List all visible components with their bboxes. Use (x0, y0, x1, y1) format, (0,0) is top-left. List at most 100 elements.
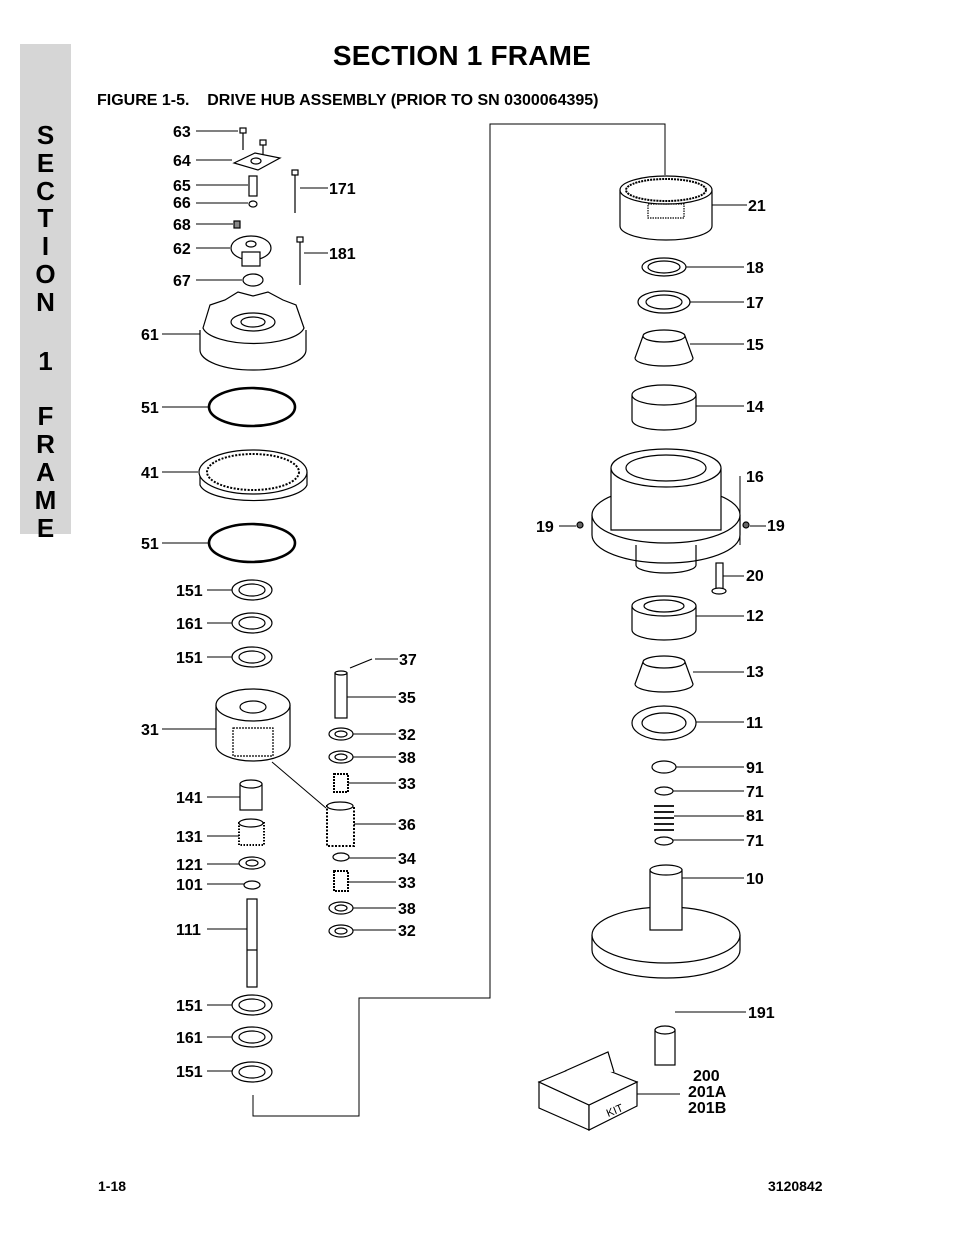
callout-111: 111 (176, 922, 201, 939)
callout-161-b: 161 (176, 1030, 203, 1047)
part-12-cup (631, 595, 697, 641)
side-tab-letter: I (41, 231, 50, 261)
part-34-spacer (332, 852, 350, 862)
part-11-seal (631, 705, 697, 741)
callout-33-a: 33 (398, 776, 416, 793)
part-111-shaft (246, 898, 258, 988)
callout-15: 15 (746, 337, 764, 354)
callout-20: 20 (746, 568, 764, 585)
part-41-ring-gear (198, 449, 308, 502)
part-38-washer-b (328, 901, 354, 915)
part-65-pin (248, 175, 258, 197)
callout-33-b: 33 (398, 875, 416, 892)
part-68-plug (233, 220, 241, 229)
callout-61: 61 (141, 327, 159, 344)
callout-21: 21 (748, 198, 766, 215)
callout-121: 121 (176, 857, 203, 874)
callout-71-b: 71 (746, 833, 764, 850)
callout-10: 10 (746, 871, 764, 888)
part-19-plug-left (576, 521, 584, 529)
callout-91: 91 (746, 760, 764, 777)
part-13-cone-bearing (634, 655, 694, 693)
callout-151-d: 151 (176, 1064, 203, 1081)
part-191-bushing (654, 1025, 676, 1066)
side-tab-letter: A (36, 457, 55, 487)
section-side-tab: S E C T I O N 1 F R A M E (20, 44, 71, 541)
page-number: 1-18 (98, 1178, 127, 1194)
part-33-bearing-a (333, 773, 349, 793)
callout-101: 101 (176, 877, 203, 894)
part-20-stud (711, 562, 727, 595)
part-21-ring-gear (619, 175, 713, 241)
part-32-washer-a (328, 727, 354, 741)
callout-17: 17 (746, 295, 764, 312)
part-141-spacer (239, 779, 263, 811)
part-181-bolt (296, 236, 304, 285)
part-62-cover (230, 235, 272, 267)
assembly-path-line (252, 123, 666, 1117)
callout-63: 63 (173, 124, 191, 141)
callout-18: 18 (746, 260, 764, 277)
side-tab-letter: O (35, 259, 56, 289)
side-tab-letter: M (34, 485, 57, 515)
side-tab-letter: E (36, 148, 55, 178)
callout-68: 68 (173, 217, 191, 234)
callout-14: 14 (746, 399, 764, 416)
callout-34: 34 (398, 851, 416, 868)
side-tab-letter: 1 (38, 346, 53, 376)
side-tab-letter: C (36, 176, 55, 206)
part-16-hub (591, 448, 741, 574)
side-tab-letter: F (37, 401, 54, 431)
part-161-bearing-a (231, 612, 273, 634)
part-171-bolt (291, 169, 299, 213)
callout-171: 171 (329, 181, 356, 198)
document-number: 3120842 (768, 1178, 823, 1194)
part-51-oring-lower (207, 522, 297, 564)
part-81-spring (654, 805, 674, 831)
callout-161-a: 161 (176, 616, 203, 633)
callout-141: 141 (176, 790, 203, 807)
callout-191: 191 (748, 1005, 775, 1022)
part-67-oring (242, 273, 264, 287)
part-151-washer-c (231, 994, 273, 1016)
leader-31-36 (271, 761, 327, 809)
callout-31: 31 (141, 722, 159, 739)
part-18-ring (641, 257, 687, 277)
callout-35: 35 (398, 690, 416, 707)
callout-151-c: 151 (176, 998, 203, 1015)
callout-51-lower: 51 (141, 536, 159, 553)
part-151-washer-b (231, 646, 273, 668)
callout-131: 131 (176, 829, 203, 846)
side-tab-letter: T (37, 203, 54, 233)
page-title: SECTION 1 FRAME (332, 40, 592, 71)
part-71-washer-b (654, 836, 674, 846)
figure-caption: FIGURE 1-5. DRIVE HUB ASSEMBLY (PRIOR TO… (97, 92, 599, 109)
callout-32-a: 32 (398, 727, 416, 744)
side-tab-letter: S (36, 120, 55, 150)
callout-38-a: 38 (398, 750, 416, 767)
part-31-carrier (215, 688, 291, 762)
part-36-gear (326, 801, 355, 847)
part-91-ring (651, 760, 677, 774)
side-tab-letter: N (36, 287, 55, 317)
callout-71-a: 71 (746, 784, 764, 801)
part-15-cone-bearing (634, 329, 694, 367)
part-10-spindle (591, 864, 741, 979)
side-tab-letter: R (36, 429, 55, 459)
callout-19-right: 19 (767, 518, 785, 535)
callout-11: 11 (746, 715, 763, 732)
callout-32-b: 32 (398, 923, 416, 940)
part-121-washer (238, 856, 266, 870)
part-17-race (637, 290, 691, 314)
part-32-washer-b (328, 924, 354, 938)
part-161-bearing-b (231, 1026, 273, 1048)
callout-201B: 201B (688, 1100, 726, 1117)
callout-67: 67 (173, 273, 191, 290)
side-tab-letter: E (36, 513, 55, 543)
part-131-gear (238, 818, 265, 846)
callout-201A: 201A (688, 1084, 727, 1101)
callout-200: 200 (693, 1068, 720, 1085)
part-66-oring (248, 200, 258, 208)
leader-lines (162, 130, 766, 1095)
